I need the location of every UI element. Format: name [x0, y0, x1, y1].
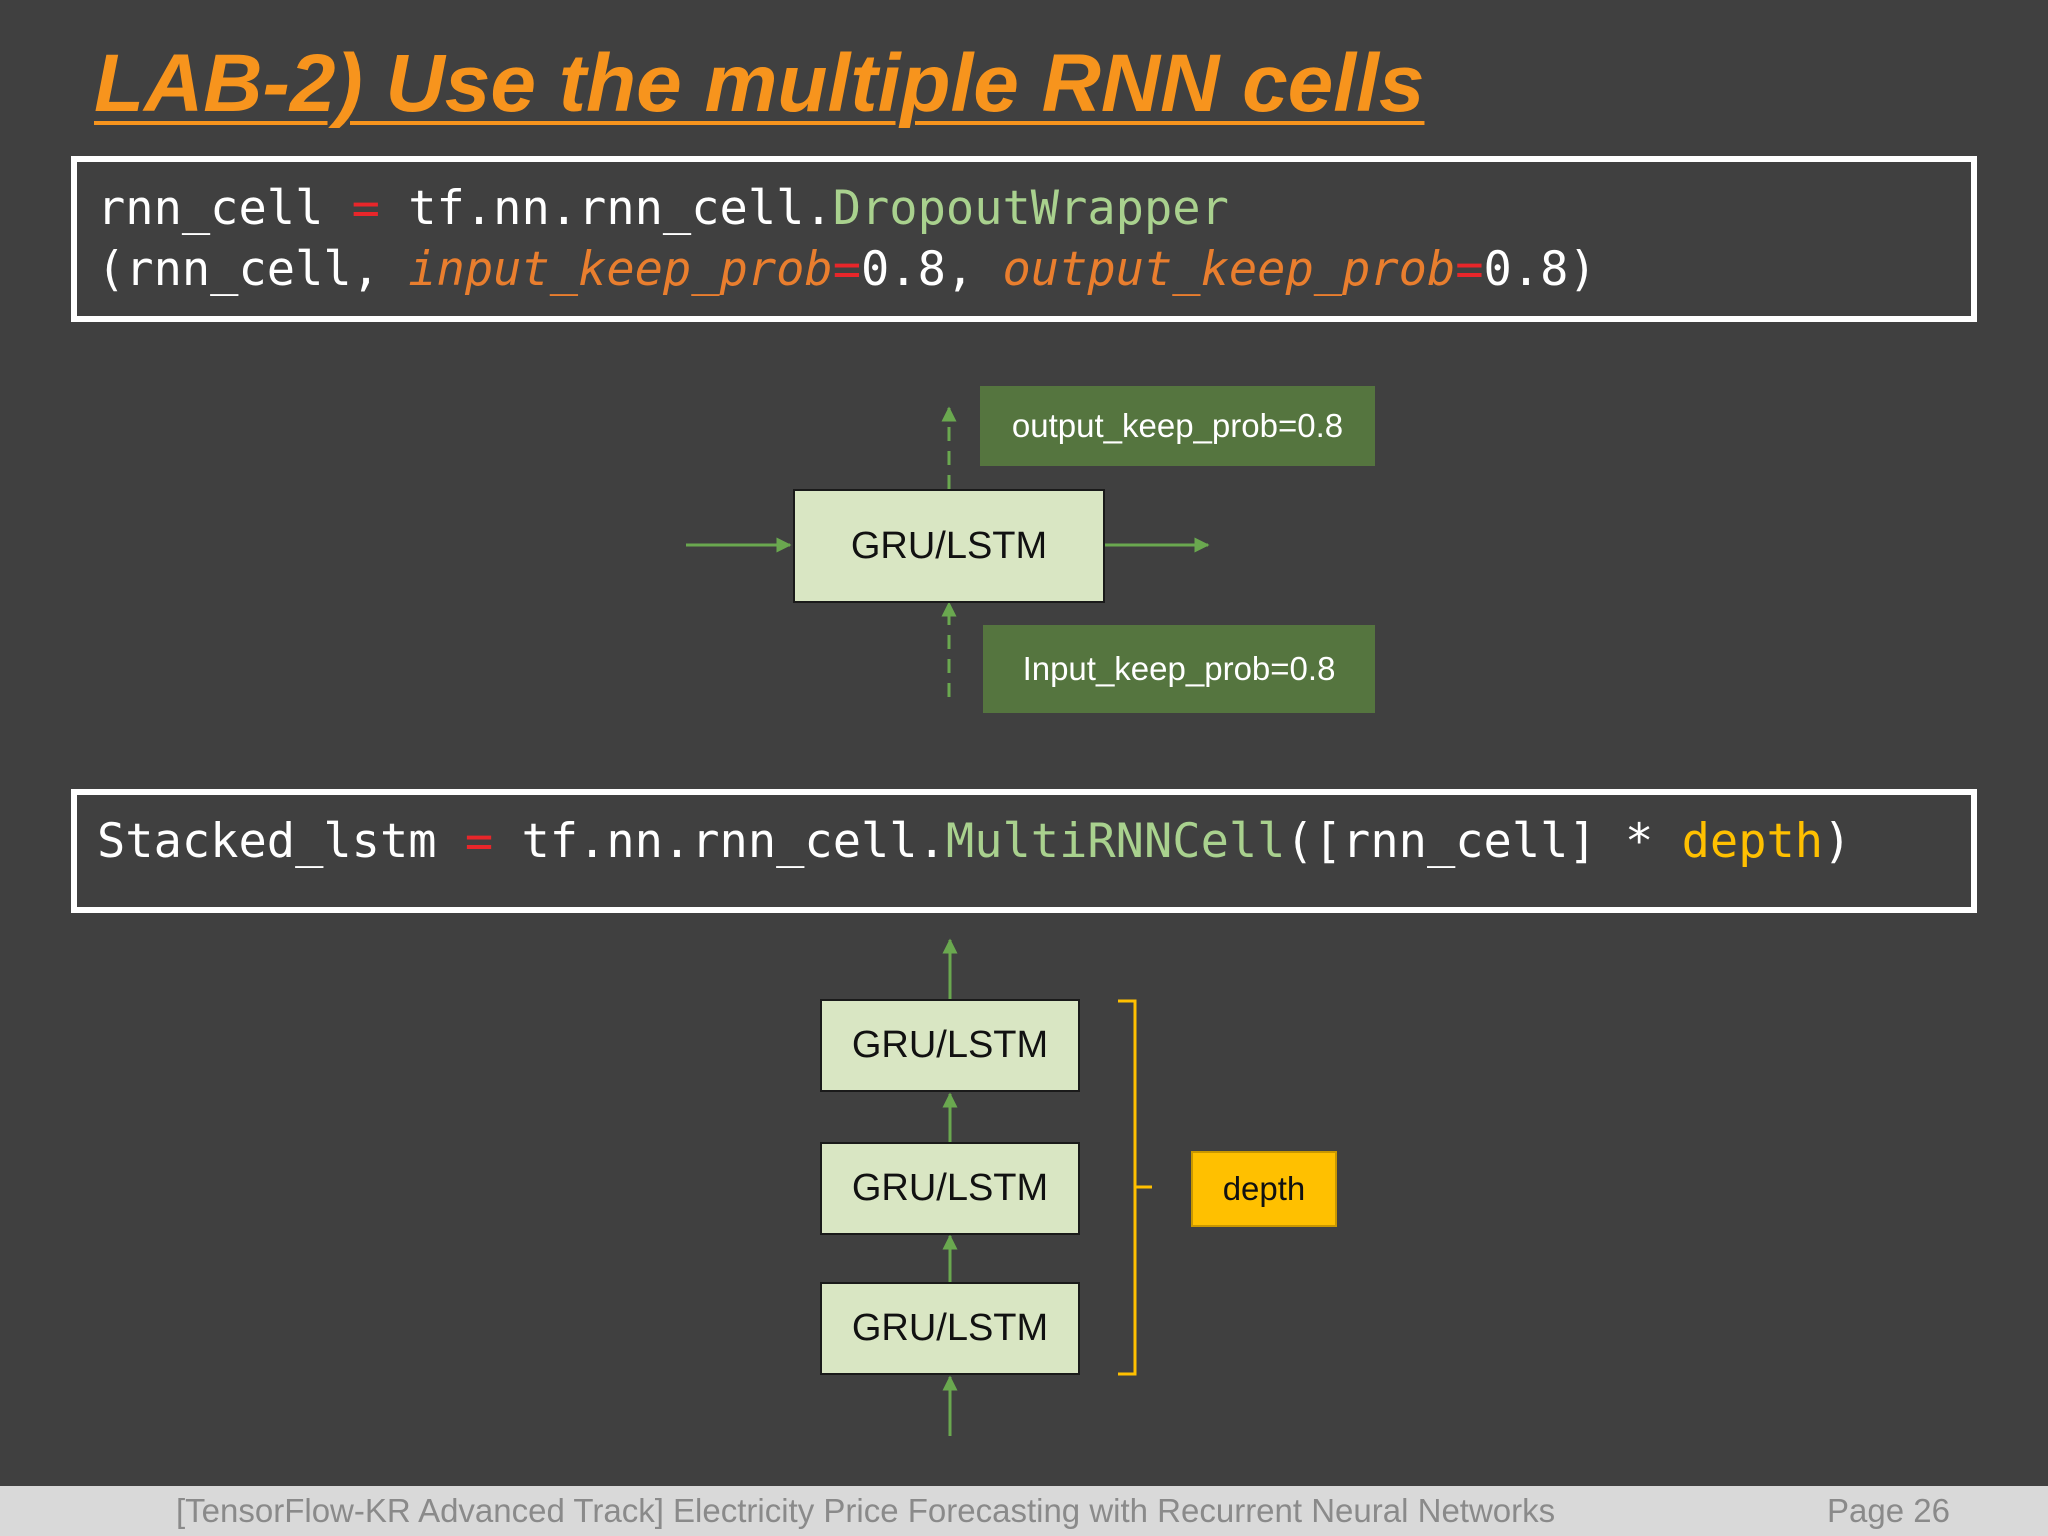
slide-title: LAB-2) Use the multiple RNN cells: [94, 38, 1425, 129]
code-value: 0.8): [1483, 242, 1597, 297]
code-operator-assign: =: [1455, 242, 1484, 297]
code-value: 0.8,: [861, 242, 1003, 297]
code-function-dropoutwrapper: DropoutWrapper: [832, 181, 1229, 236]
code-args-close: ): [1823, 814, 1852, 869]
stacked-cell-middle: GRU/LSTM: [820, 1142, 1080, 1235]
footer: [TensorFlow-KR Advanced Track] Electrici…: [0, 1486, 2048, 1536]
code-param-output-keep-prob: output_keep_prob: [1002, 242, 1456, 297]
stacked-cell-bottom: GRU/LSTM: [820, 1282, 1080, 1375]
code-function-multirnncell: MultiRNNCell: [945, 814, 1286, 869]
page-number: Page 26: [1827, 1492, 1950, 1529]
code-var-depth: depth: [1681, 814, 1824, 869]
code-args: ([rnn_cell] *: [1285, 814, 1682, 869]
stacked-cell-top: GRU/LSTM: [820, 999, 1080, 1092]
code-param-input-keep-prob: input_keep_prob: [408, 242, 833, 297]
gru-lstm-cell: GRU/LSTM: [793, 489, 1105, 603]
code-block-multirnncell: Stacked_lstm = tf.nn.rnn_cell.MultiRNNCe…: [71, 789, 1977, 913]
input-keep-prob-label: Input_keep_prob=0.8: [983, 625, 1375, 713]
code-operator-assign: =: [351, 181, 380, 236]
code-operator-assign: =: [464, 814, 494, 869]
output-keep-prob-label: output_keep_prob=0.8: [980, 386, 1375, 466]
depth-bracket: [1118, 999, 1152, 1376]
code-var-rnn-cell: rnn_cell: [97, 181, 324, 236]
code-module-path: tf.nn.rnn_cell.: [408, 181, 833, 236]
code-operator-assign: =: [832, 242, 862, 297]
depth-label: depth: [1191, 1151, 1337, 1227]
code-block-dropout-wrapper: rnn_cell = tf.nn.rnn_cell.DropoutWrapper…: [71, 156, 1977, 322]
code-args-open: (rnn_cell,: [97, 242, 409, 297]
code-module-path: tf.nn.rnn_cell.: [521, 814, 946, 869]
code-var-stacked-lstm: Stacked_lstm: [97, 814, 437, 869]
footer-text: [TensorFlow-KR Advanced Track] Electrici…: [176, 1492, 1556, 1529]
